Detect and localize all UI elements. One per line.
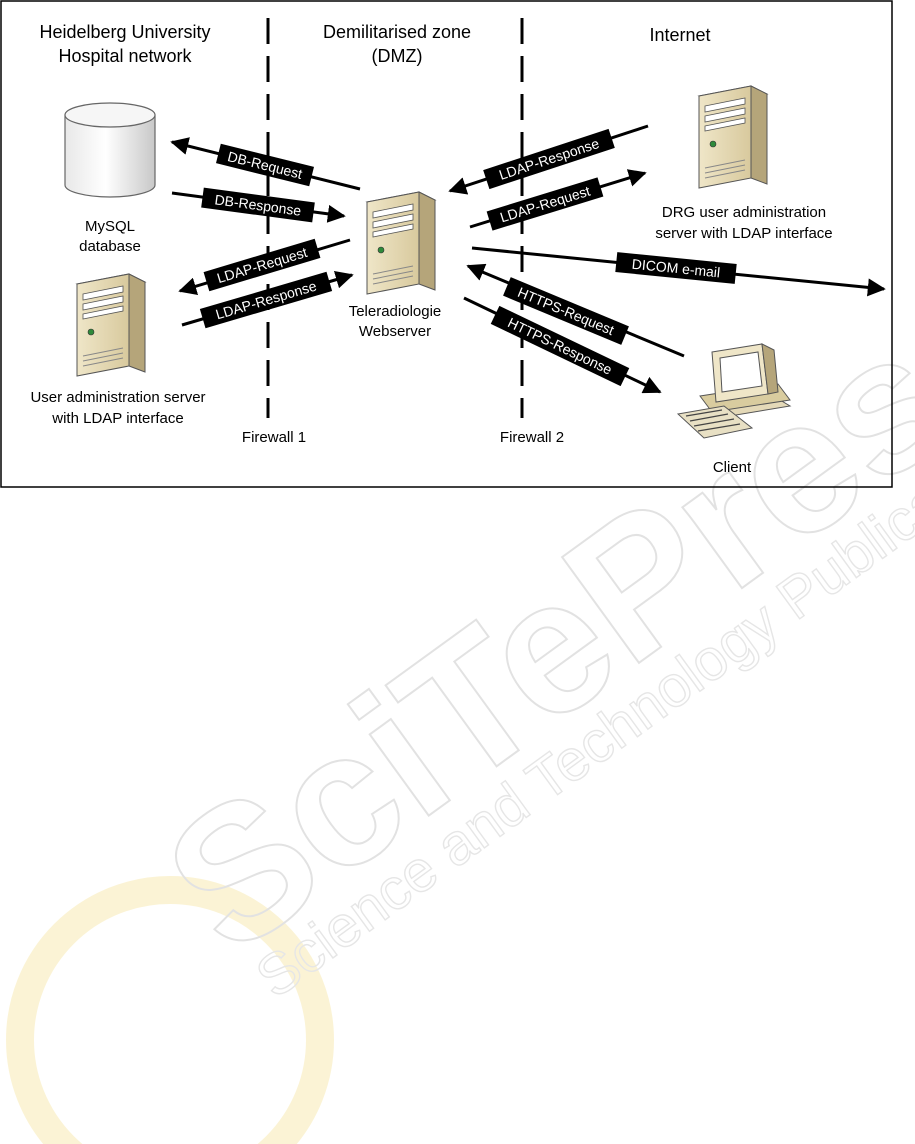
mysql-database-icon: [64, 102, 156, 198]
user-admin-label-line1: User administration server: [30, 389, 205, 406]
webserver-icon: [366, 191, 436, 295]
diagram-frame: [0, 0, 893, 488]
label-db-request: DB-Request: [216, 143, 314, 187]
drg-label-line1: DRG user administration: [662, 204, 826, 221]
label-ldap-request-right: LDAP-Request: [486, 177, 604, 231]
drg-label-line2: server with LDAP interface: [655, 225, 832, 242]
label-ldap-response-right-text: LDAP-Response: [497, 135, 601, 183]
firewall-2-label: Firewall 2: [500, 429, 564, 446]
user-admin-server-icon: [76, 273, 146, 377]
drg-server-icon: [698, 85, 768, 189]
mysql-label-line2: database: [79, 238, 141, 255]
watermark-circle: [6, 876, 334, 1144]
zone-dmz-line2: (DMZ): [372, 46, 423, 66]
zone-internet: Internet: [649, 25, 710, 45]
zone-hospital-line1: Heidelberg University: [39, 22, 210, 42]
label-db-response: DB-Response: [201, 187, 315, 223]
watermark: SciTePress Science and Technology Public…: [6, 227, 915, 1144]
zone-dmz-line1: Demilitarised zone: [323, 22, 471, 42]
webserver-label-line2: Webserver: [359, 323, 431, 340]
user-admin-label-line2: with LDAP interface: [51, 410, 183, 427]
webserver-label-line1: Teleradiologie: [349, 303, 442, 320]
firewall-1-label: Firewall 1: [242, 429, 306, 446]
mysql-label-line1: MySQL: [85, 218, 135, 235]
label-db-request-text: DB-Request: [226, 148, 304, 182]
zone-hospital-line2: Hospital network: [58, 46, 192, 66]
label-dicom-email: DICOM e-mail: [615, 252, 737, 284]
client-label: Client: [713, 459, 752, 476]
client-computer-icon: [676, 343, 792, 439]
